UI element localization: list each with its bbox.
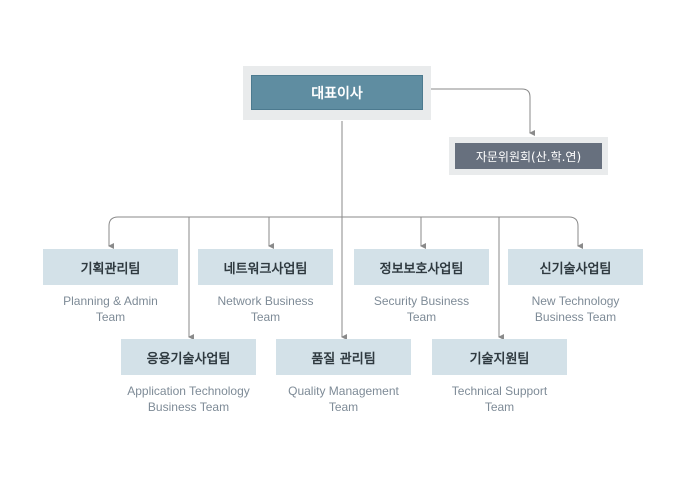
team-name-en: Technical Support Team [432, 383, 567, 415]
team-planning-admin: 기획관리팀 Planning & Admin Team [43, 249, 178, 325]
team-box: 네트워크사업팀 [198, 249, 333, 285]
team-box: 기술지원팀 [432, 339, 567, 375]
advisory-committee-box: 자문위원회(산.학.연) [455, 143, 602, 169]
team-box: 정보보호사업팀 [354, 249, 489, 285]
team-name-en: Network Business Team [198, 293, 333, 325]
team-name-en-line2: Team [95, 310, 126, 324]
team-name-ko: 신기술사업팀 [539, 261, 612, 277]
team-security-business: 정보보호사업팀 Security Business Team [354, 249, 489, 325]
team-name-en-line1: Network Business [217, 294, 314, 308]
team-name-ko: 기술지원팀 [469, 351, 530, 367]
team-name-en-line1: Technical Support [451, 384, 548, 398]
team-new-technology: 신기술사업팀 New Technology Business Team [508, 249, 643, 325]
team-name-en: Quality Management Team [276, 383, 411, 415]
team-box: 품질 관리팀 [276, 339, 411, 375]
team-name-ko: 정보보호사업팀 [379, 261, 464, 277]
team-name-en: Application Technology Business Team [121, 383, 256, 415]
team-box: 신기술사업팀 [508, 249, 643, 285]
team-name-en-line1: Application Technology [127, 384, 250, 398]
team-network-business: 네트워크사업팀 Network Business Team [198, 249, 333, 325]
team-name-en-line2: Team [484, 400, 515, 414]
team-name-ko: 기획관리팀 [80, 261, 141, 277]
team-name-en-line2: Team [328, 400, 359, 414]
team-name-ko: 응용기술사업팀 [146, 351, 231, 367]
team-technical-support: 기술지원팀 Technical Support Team [432, 339, 567, 415]
ceo-box: 대표이사 [251, 75, 423, 110]
team-box: 응용기술사업팀 [121, 339, 256, 375]
team-name-en-line1: Planning & Admin [63, 294, 158, 308]
team-name-en: New Technology Business Team [508, 293, 643, 325]
team-bus-line [108, 216, 579, 246]
team-name-en-line2: Business Team [147, 400, 230, 414]
team-application-technology: 응용기술사업팀 Application Technology Business … [121, 339, 256, 415]
team-name-en-line1: Quality Management [288, 384, 399, 398]
team-box: 기획관리팀 [43, 249, 178, 285]
team-name-en-line2: Team [250, 310, 281, 324]
advisory-connector [431, 88, 535, 136]
ceo-label: 대표이사 [311, 85, 363, 102]
team-name-en: Security Business Team [354, 293, 489, 325]
team-name-en: Planning & Admin Team [43, 293, 178, 325]
team-name-en-line2: Team [406, 310, 437, 324]
team-name-en-line2: Business Team [534, 310, 617, 324]
team-name-en-line1: Security Business [373, 294, 470, 308]
team-name-ko: 네트워크사업팀 [223, 261, 308, 277]
team-quality-management: 품질 관리팀 Quality Management Team [276, 339, 411, 415]
team-name-en-line1: New Technology [531, 294, 620, 308]
advisory-label: 자문위원회(산.학.연) [475, 149, 582, 164]
team-name-ko: 품질 관리팀 [311, 351, 376, 367]
